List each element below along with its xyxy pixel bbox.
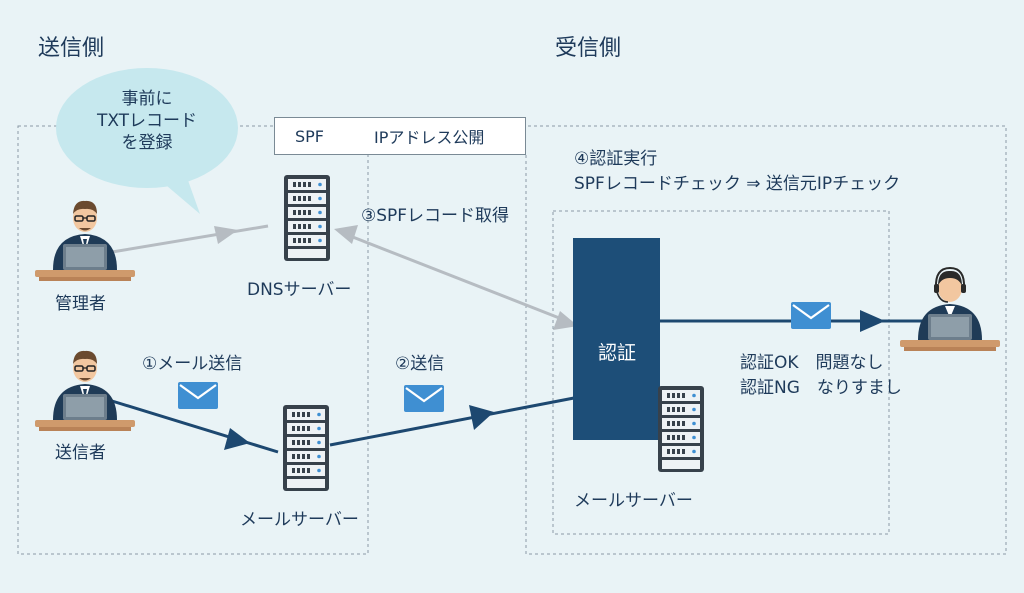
receiver-side-heading: 受信側 [555, 36, 622, 61]
auth-block [573, 238, 660, 440]
receiver-mail-server-icon [658, 386, 704, 472]
spf-box-left: SPF [295, 126, 325, 146]
arrowhead-sender-mail [224, 428, 250, 450]
bubble-line-1: 事前に [121, 89, 173, 109]
admin-person-icon [34, 200, 136, 282]
step1-label: ①メール送信 [142, 354, 243, 374]
auth-label: 認証 [598, 342, 637, 364]
sender-side-heading: 送信側 [38, 36, 105, 61]
step4-detail: SPFレコードチェック ⇒ 送信元IPチェック [574, 174, 901, 194]
spf-record-box: SPF IPアドレス公開 [274, 117, 526, 155]
result-ng: 認証NG なりすまし [740, 378, 902, 398]
sender-person-icon [34, 350, 136, 432]
sender-label: 送信者 [55, 443, 106, 463]
spf-box-right: IPアドレス公開 [374, 128, 485, 147]
arrow-dns-auth [339, 230, 573, 325]
receiver-server-box [552, 210, 890, 535]
step2-label: ②送信 [395, 354, 445, 374]
result-ok: 認証OK 問題なし [740, 353, 884, 373]
sender-mail-server-label: メールサーバー [240, 510, 359, 530]
bubble-line-3: を登録 [121, 133, 173, 154]
dns-server-label: DNSサーバー [247, 280, 352, 300]
bubble-text: 事前に TXTレコード を登録 [67, 88, 227, 154]
envelope-icon-step2 [402, 383, 446, 414]
arrowhead-auth-end [553, 311, 578, 330]
envelope-icon-step1 [176, 380, 220, 411]
dns-server-icon [284, 175, 330, 261]
arrow-sender-to-mailserver [111, 399, 279, 454]
arrowhead-dns-end [334, 225, 358, 244]
arrowhead-auth-user [860, 310, 885, 332]
step3-label: ③SPFレコード取得 [361, 206, 510, 226]
arrow-mailserver-to-receiver [329, 396, 575, 447]
receiver-area-box [525, 125, 1007, 555]
speech-bubble-icon [56, 68, 238, 214]
envelope-icon-result [789, 300, 833, 331]
step4-title: ④認証実行 [574, 149, 658, 169]
arrowhead-mail-receiver [469, 405, 494, 430]
sender-mail-server-icon [283, 405, 329, 491]
headset-person-icon [900, 266, 1000, 351]
arrowhead-admin-dns [214, 226, 238, 244]
bubble-line-2: TXTレコード [96, 111, 198, 132]
arrow-admin-to-dns [111, 224, 269, 254]
receiver-mail-server-label: メールサーバー [574, 491, 693, 511]
admin-label: 管理者 [55, 294, 106, 314]
